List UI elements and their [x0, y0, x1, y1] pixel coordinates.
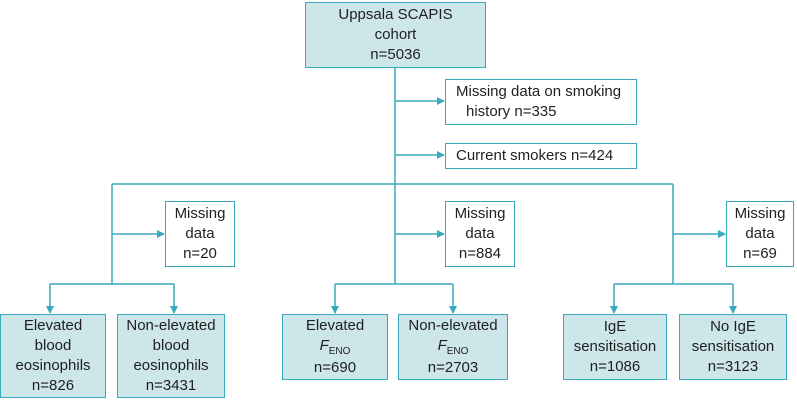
exclusion-current-smokers-box: Current smokers n=424 [445, 143, 637, 169]
elevated-eosinophils-box: Elevated blood eosinophils n=826 [0, 314, 106, 398]
missing-count: n=69 [743, 245, 777, 262]
outcome-line-3: eosinophils [133, 357, 209, 374]
feno-letter: F [437, 337, 447, 354]
cohort-count: n=5036 [370, 46, 421, 63]
missing-eosinophils-box: Missing data n=20 [165, 201, 235, 267]
outcome-line-1: Elevated [305, 317, 365, 334]
ige-sensitisation-box: IgE sensitisation n=1086 [563, 314, 667, 380]
exclusion-missing-smoking-box: Missing data on smoking history n=335 [445, 79, 637, 125]
non-elevated-eosinophils-box: Non-elevated blood eosinophils n=3431 [117, 314, 225, 398]
outcome-line-1: Non-elevated [408, 317, 498, 334]
outcome-line-1: Non-elevated [126, 317, 216, 334]
outcome-line-1: Elevated [23, 317, 83, 334]
outcome-line-2: sensitisation [691, 338, 775, 355]
outcome-line-2: blood [34, 337, 72, 354]
outcome-line-3: eosinophils [15, 357, 91, 374]
missing-label-2: data [745, 225, 775, 242]
cohort-box: Uppsala SCAPIS cohort n=5036 [305, 2, 486, 68]
outcome-count: n=690 [313, 359, 357, 376]
cohort-line-2: cohort [374, 26, 417, 43]
exclusion-smoking-line-1: Missing data on smoking [456, 83, 622, 100]
feno-subscript: ENO [446, 346, 469, 357]
outcome-line-1: No IgE [710, 318, 756, 335]
missing-label-1: Missing [174, 205, 226, 222]
feno-label: FENO [320, 336, 351, 358]
no-ige-sensitisation-box: No IgE sensitisation n=3123 [679, 314, 787, 380]
missing-label-1: Missing [734, 205, 786, 222]
missing-label-2: data [465, 225, 495, 242]
outcome-count: n=826 [31, 377, 75, 394]
outcome-count: n=1086 [589, 358, 641, 375]
missing-label-1: Missing [454, 205, 506, 222]
elevated-feno-box: Elevated FENO n=690 [282, 314, 388, 380]
missing-count: n=884 [458, 245, 502, 262]
outcome-count: n=3431 [145, 377, 197, 394]
outcome-line-2: blood [152, 337, 190, 354]
outcome-line-2: sensitisation [573, 338, 657, 355]
feno-letter: F [319, 337, 329, 354]
feno-label: FENO [438, 336, 469, 358]
exclusion-smokers-line: Current smokers n=424 [456, 147, 614, 164]
missing-feno-box: Missing data n=884 [445, 201, 515, 267]
cohort-line-1: Uppsala SCAPIS [338, 6, 453, 23]
exclusion-smoking-line-2: history n=335 [466, 103, 557, 120]
outcome-line-1: IgE [603, 318, 627, 335]
outcome-count: n=3123 [707, 358, 759, 375]
outcome-count: n=2703 [427, 359, 479, 376]
feno-subscript: ENO [328, 346, 351, 357]
non-elevated-feno-box: Non-elevated FENO n=2703 [398, 314, 508, 380]
missing-count: n=20 [183, 245, 217, 262]
missing-label-2: data [185, 225, 215, 242]
missing-ige-box: Missing data n=69 [726, 201, 794, 267]
